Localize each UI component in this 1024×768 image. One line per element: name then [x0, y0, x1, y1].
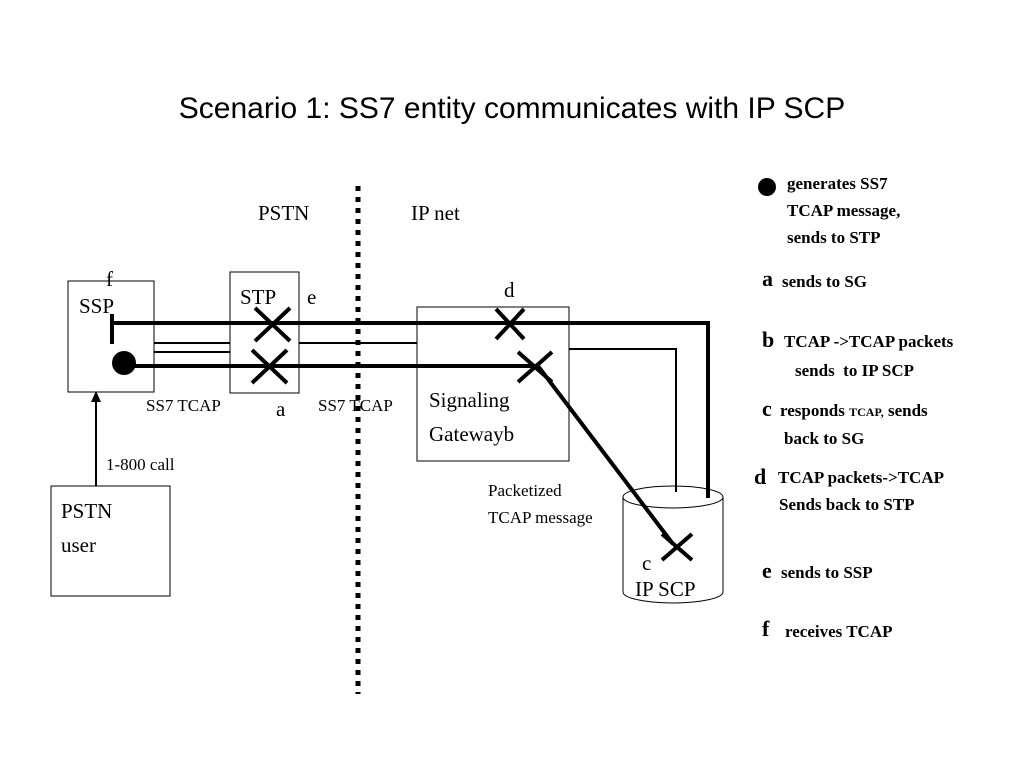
- legend-c-line2: back to SG: [784, 429, 864, 448]
- link-label-ss7-tcap-left: SS7 TCAP: [146, 396, 221, 415]
- thin-link-sg-scp: [569, 348, 677, 492]
- signaling-gateway-label-line2: Gatewayb: [429, 422, 514, 446]
- cross-mark-a: [250, 348, 289, 385]
- legend-a-letter: a: [762, 266, 773, 291]
- legend-e-letter: e: [762, 558, 772, 583]
- link-label-ss7-tcap-right: SS7 TCAP: [318, 396, 393, 415]
- legend: generates SS7 TCAP message, sends to STP…: [754, 174, 954, 641]
- slide-title: Scenario 1: SS7 entity communicates with…: [178, 92, 846, 125]
- signaling-gateway-label-line1: Signaling: [429, 388, 510, 412]
- call-arrow-head: [91, 391, 101, 402]
- step-label-d: d: [504, 278, 515, 302]
- ssp-origin-dot: [112, 351, 136, 375]
- legend-c-letter: c: [762, 396, 772, 421]
- legend-bullet-line2: TCAP message,: [787, 201, 900, 220]
- legend-c-line1: responds TCAP, sends: [780, 401, 928, 420]
- region-label-pstn: PSTN: [258, 201, 309, 225]
- legend-e-text: sends to SSP: [781, 563, 873, 582]
- legend-bullet-line1: generates SS7: [787, 174, 888, 193]
- cross-mark-b: [516, 350, 554, 384]
- legend-f-letter: f: [762, 616, 770, 641]
- legend-d-line1: TCAP packets->TCAP: [778, 468, 944, 487]
- cross-mark-e: [253, 306, 292, 343]
- legend-a-text: sends to SG: [782, 272, 867, 291]
- pstn-user-label-line2: user: [61, 533, 96, 557]
- link-label-call: 1-800 call: [106, 455, 175, 474]
- cross-mark-d: [494, 307, 526, 341]
- packetized-link: [536, 364, 675, 546]
- step-label-c: c: [642, 551, 651, 575]
- link-label-packetized-line1: Packetized: [488, 481, 562, 500]
- signaling-gateway-box: [416, 306, 570, 462]
- cross-mark-c: [660, 532, 694, 562]
- ssp-box: [67, 280, 155, 393]
- pstn-user-label-line1: PSTN: [61, 499, 112, 523]
- legend-b-letter: b: [762, 327, 774, 352]
- legend-bullet-dot: [758, 178, 776, 196]
- stp-box: [229, 271, 300, 394]
- step-label-e: e: [307, 285, 316, 309]
- legend-d-line2: Sends back to STP: [779, 495, 915, 514]
- link-label-packetized-line2: TCAP message: [488, 508, 593, 527]
- step-label-f: f: [106, 267, 113, 291]
- stp-label: STP: [240, 285, 276, 309]
- step-label-a: a: [276, 397, 286, 421]
- pstn-user-box: [50, 485, 171, 597]
- legend-f-text: receives TCAP: [785, 622, 892, 641]
- thick-link-top-return: [112, 321, 710, 498]
- legend-d-letter: d: [754, 464, 766, 489]
- legend-b-line1: TCAP ->TCAP packets: [784, 332, 954, 351]
- legend-b-line2: sends to IP SCP: [795, 361, 914, 380]
- region-label-ip-net: IP net: [411, 201, 460, 225]
- legend-bullet-line3: sends to STP: [787, 228, 881, 247]
- ssp-label: SSP: [79, 294, 114, 318]
- ip-scp-label: IP SCP: [635, 577, 696, 601]
